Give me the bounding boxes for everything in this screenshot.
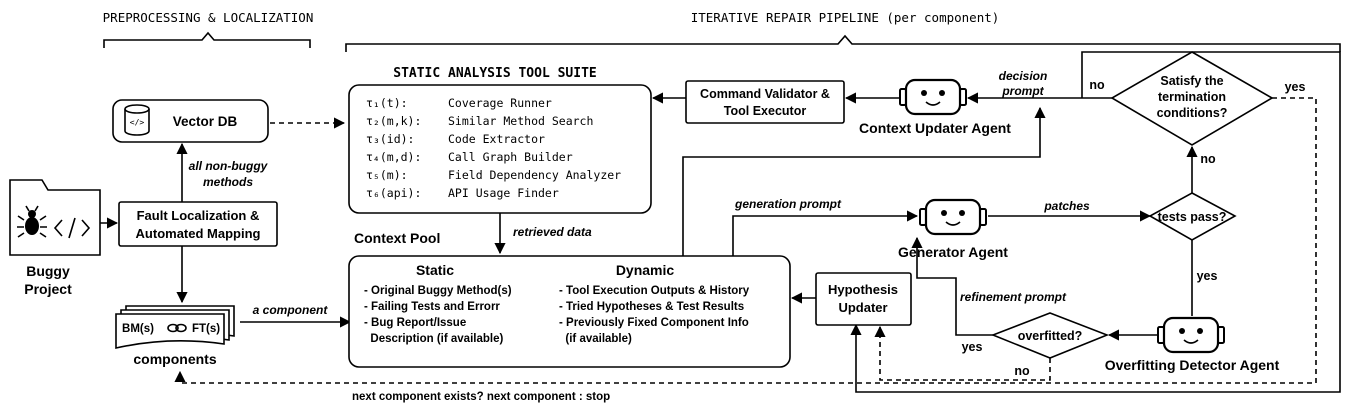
arrow-context-to-decision (682, 106, 1046, 256)
generator-agent-label: Generator Agent (898, 244, 1008, 260)
context-static-item: Description (if available) (364, 333, 503, 345)
bug-icon (17, 205, 47, 238)
command-validator-line2: Tool Executor (724, 104, 807, 118)
arrow-overfitted-no (874, 325, 1051, 381)
command-validator-line1: Command Validator & (700, 87, 830, 101)
tool-name: Call Graph Builder (448, 150, 573, 164)
code-brackets-icon (53, 217, 91, 239)
tool-name: Code Extractor (448, 132, 545, 146)
tool-sig: τ₆(api): (366, 186, 421, 200)
tool-name: API Usage Finder (448, 186, 559, 200)
tool-sig: τ₅(m): (366, 168, 408, 182)
refinement-prompt-label: refinement prompt (960, 290, 1067, 304)
vector-db-label: Vector DB (173, 114, 238, 129)
hypothesis-updater-box (815, 272, 912, 326)
context-dynamic-item: - Tool Execution Outputs & History (559, 285, 750, 297)
tool-name: Field Dependency Analyzer (448, 168, 621, 182)
overfitted-label: overfitted? (1018, 329, 1083, 343)
all-non-buggy-line1: all non-buggy (189, 159, 269, 173)
tests-yes-label: yes (1197, 269, 1218, 283)
tool-name: Similar Method Search (448, 114, 593, 128)
tool-sig: τ₁(t): (366, 96, 408, 110)
components-stack (115, 305, 235, 349)
tool-sig: τ₄(m,d): (366, 150, 421, 164)
hypothesis-updater-line1: Hypothesis (828, 282, 898, 297)
tests-pass-label: tests pass? (1158, 210, 1227, 224)
a-component-label: a component (253, 303, 329, 317)
buggy-project-label-line1: Buggy (26, 263, 70, 279)
context-dynamic-item: - Tried Hypotheses & Test Results (559, 301, 744, 313)
arrow-overfitted-yes (911, 236, 993, 336)
components-bm: BM(s) (122, 323, 154, 335)
context-pool-box (348, 255, 791, 368)
overfitted-no-label: no (1014, 364, 1030, 378)
all-non-buggy-line2: methods (203, 175, 253, 189)
tool-sig: τ₃(id): (366, 132, 414, 146)
arrow-context-to-generator (732, 210, 919, 256)
context-pool-title: Context Pool (354, 230, 440, 246)
termination-yes-label: yes (1285, 80, 1306, 94)
section-brace-preprocessing (103, 31, 311, 48)
vector-db-box (112, 99, 269, 143)
tool-list: τ₁(t): Coverage Runner τ₂(m,k): Similar … (366, 96, 621, 200)
buggy-project-label-line2: Project (24, 281, 72, 297)
fault-localization-line1: Fault Localization & (137, 208, 260, 223)
section-preprocessing: PREPROCESSING & LOCALIZATION (103, 10, 314, 25)
buggy-project-folder (9, 179, 101, 256)
components-label: components (133, 351, 216, 367)
tool-name: Coverage Runner (448, 96, 552, 110)
decision-prompt-line2: prompt (1001, 84, 1044, 98)
hypothesis-updater-line2: Updater (838, 300, 887, 315)
termination-line2: termination (1158, 90, 1226, 104)
command-validator-box (685, 80, 845, 124)
context-dynamic-item: (if available) (559, 333, 632, 345)
context-static-heading: Static (416, 262, 454, 278)
arrow-termination-yes (174, 97, 1317, 384)
robot-icon (1157, 316, 1225, 354)
overfitted-yes-label: yes (962, 340, 983, 354)
database-icon: </> (124, 104, 150, 136)
next-component-label: next component exists? next component : … (352, 391, 610, 403)
fault-localization-box (118, 201, 278, 247)
loop-line-top (850, 51, 1341, 393)
termination-line1: Satisfy the (1160, 74, 1223, 88)
fault-localization-line2: Automated Mapping (136, 226, 261, 241)
termination-line3: conditions? (1157, 106, 1228, 120)
termination-decision (1110, 51, 1274, 146)
overfitting-agent-label: Overfitting Detector Agent (1105, 357, 1280, 373)
context-dynamic-heading: Dynamic (616, 262, 675, 278)
robot-icon (919, 198, 987, 236)
decision-prompt-line1: decision (999, 69, 1048, 83)
section-brace-pipeline (345, 34, 1341, 52)
tests-no-label: no (1200, 152, 1216, 166)
tool-sig: τ₂(m,k): (366, 114, 421, 128)
retrieved-data-label: retrieved data (513, 225, 592, 239)
generation-prompt-label: generation prompt (734, 197, 842, 211)
components-ft: FT(s) (192, 323, 220, 335)
svg-text:</>: </> (130, 118, 145, 127)
context-static-item: - Failing Tests and Errorr (364, 301, 500, 313)
tool-suite-title: STATIC ANALYSIS TOOL SUITE (393, 66, 597, 81)
context-static-item: - Original Buggy Method(s) (364, 285, 512, 297)
patches-label: patches (1043, 199, 1090, 213)
robot-icon (899, 78, 967, 116)
context-dynamic-item: - Previously Fixed Component Info (559, 317, 749, 329)
termination-no-label: no (1089, 78, 1105, 92)
section-pipeline: ITERATIVE REPAIR PIPELINE (per component… (691, 10, 1000, 25)
link-icon (167, 323, 187, 333)
context-updater-label: Context Updater Agent (859, 120, 1011, 136)
context-static-item: - Bug Report/Issue (364, 317, 466, 329)
